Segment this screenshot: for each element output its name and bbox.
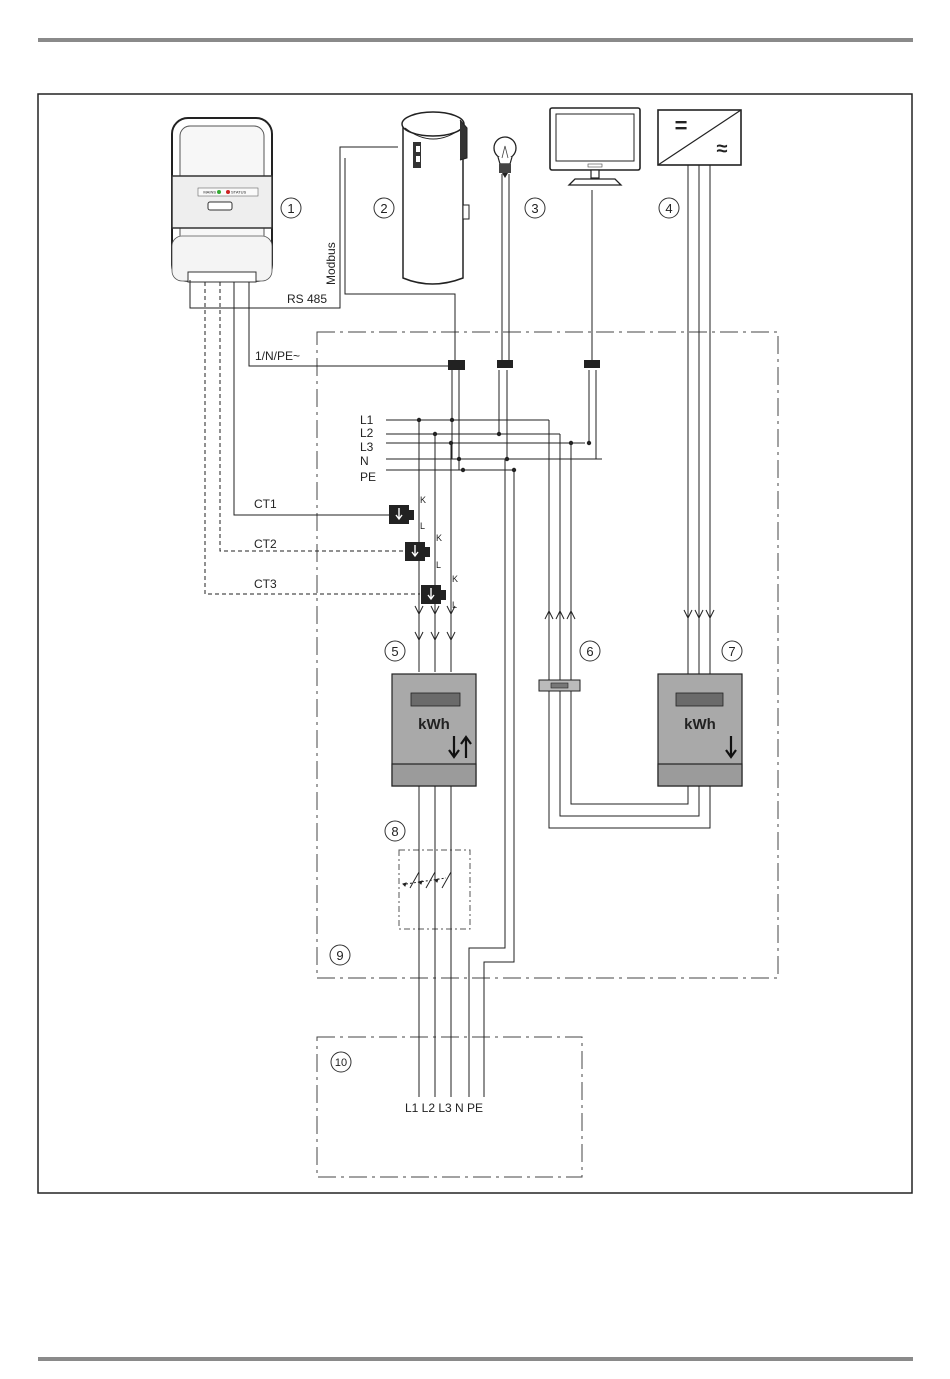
dc-symbol: =	[675, 113, 688, 138]
ct2-l-label: L	[436, 560, 441, 570]
callout-10: 10	[335, 1057, 347, 1069]
circuit-breaker	[403, 872, 451, 888]
terminal-blocks	[448, 360, 600, 370]
ct3-clamp	[421, 585, 446, 604]
ct2-clamp	[405, 542, 430, 561]
ct1-l-label: L	[420, 521, 425, 531]
callout-2: 2	[380, 201, 387, 216]
supply-label: 1/N/PE~	[255, 349, 300, 363]
callout-4: 4	[665, 201, 672, 216]
bus-l3-label: L3	[360, 440, 374, 454]
ct3-l-label: L	[452, 600, 457, 610]
ct1-label: CT1	[254, 497, 277, 511]
ct2-label: CT2	[254, 537, 277, 551]
mains-led	[217, 190, 221, 194]
energy-manager-device: MAINS STATUS	[172, 118, 272, 282]
callout-9: 9	[336, 948, 343, 963]
modbus-label: Modbus	[324, 242, 338, 285]
ct1-clamp	[389, 505, 414, 524]
callout-1: 1	[287, 201, 294, 216]
grid-conductors-label: L1 L2 L3 N PE	[405, 1101, 483, 1115]
ct3-k-label: K	[452, 574, 458, 584]
bus-l1-label: L1	[360, 413, 374, 427]
callout-7: 7	[728, 644, 735, 659]
bidirectional-meter: kWh	[392, 674, 476, 786]
status-led-label: STATUS	[231, 190, 247, 195]
ct1-k-label: K	[420, 495, 426, 505]
callout-8: 8	[391, 824, 398, 839]
meter-7-unit: kWh	[684, 716, 716, 733]
pv-inverter: = ≈	[658, 110, 741, 165]
wiring	[190, 147, 710, 1097]
bus-pe-label: PE	[360, 470, 376, 484]
callouts	[281, 198, 742, 1072]
ct3-label: CT3	[254, 577, 277, 591]
rs485-label: RS 485	[287, 292, 327, 306]
status-led	[226, 190, 230, 194]
bus-l2-label: L2	[360, 426, 374, 440]
flow-arrows	[415, 606, 714, 640]
meter-display	[676, 693, 723, 706]
callout-5: 5	[391, 644, 398, 659]
callout-6: 6	[586, 644, 593, 659]
ct2-k-label: K	[436, 533, 442, 543]
ac-symbol: ≈	[717, 138, 728, 160]
heat-pump-water-heater	[402, 112, 469, 284]
television	[550, 108, 640, 185]
junction-dots	[417, 418, 591, 472]
meter-5-unit: kWh	[418, 716, 450, 733]
light-bulb	[494, 137, 516, 178]
callout-3: 3	[531, 201, 538, 216]
mains-led-label: MAINS	[203, 190, 216, 195]
current-transformers	[389, 505, 446, 604]
bus-n-label: N	[360, 454, 369, 468]
meter-display	[411, 693, 460, 706]
diagram-frame	[38, 94, 912, 1193]
pv-production-meter: kWh	[658, 674, 742, 786]
